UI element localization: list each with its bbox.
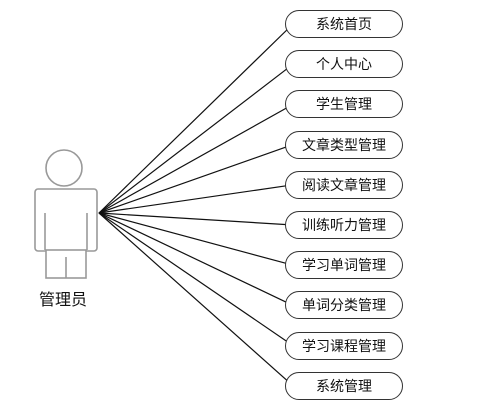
association-line [98,212,294,226]
association-line [98,212,294,266]
association-line [98,23,294,214]
use-case-9[interactable]: 学习课程管理 [285,331,403,360]
use-case-2[interactable]: 个人中心 [285,50,403,79]
actor-head [45,149,83,187]
use-case-5[interactable]: 阅读文章管理 [285,170,403,199]
association-line [98,184,294,214]
use-case-3[interactable]: 学生管理 [285,90,403,119]
use-case-8[interactable]: 单词分类管理 [285,291,403,320]
association-line [98,212,294,306]
association-line [98,103,294,214]
use-case-1[interactable]: 系统首页 [285,10,403,38]
use-case-4[interactable]: 文章类型管理 [285,130,403,159]
association-line [98,212,294,347]
association-line [98,144,294,214]
actor-label: 管理员 [38,290,87,309]
association-lines [98,23,294,387]
use-case-6[interactable]: 训练听力管理 [285,211,403,239]
association-line [98,212,294,387]
use-case-10[interactable]: 系统管理 [285,371,403,400]
actor-figure [34,149,98,279]
use-case-7[interactable]: 学习单词管理 [285,251,403,280]
association-line [98,63,294,214]
